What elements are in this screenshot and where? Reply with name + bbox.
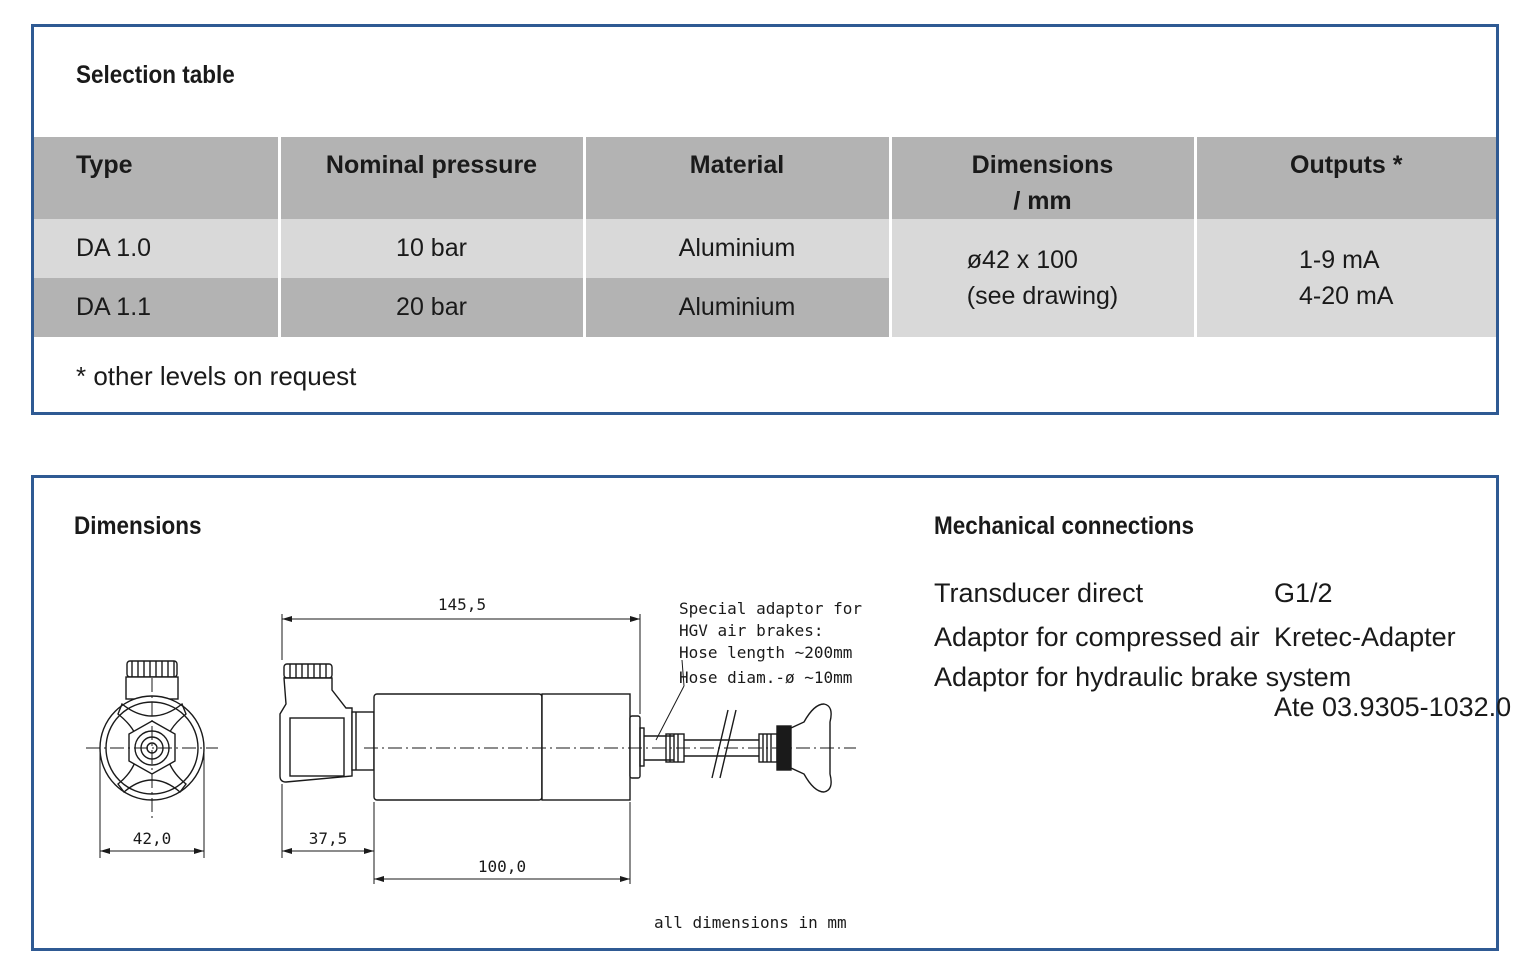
cell-material: Aluminium: [582, 219, 890, 278]
selection-table: Type Nominal pressure Material Dimension…: [34, 137, 1496, 337]
header-material: Material: [582, 137, 890, 219]
mc-label-compressed-air: Adaptor for compressed air: [934, 622, 1260, 652]
adaptor-note-line2: HGV air brakes:: [679, 621, 824, 640]
mc-value-hydraulic-brake: Ate 03.9305-1032.0: [1274, 692, 1512, 722]
cell-pressure: 10 bar: [277, 219, 584, 278]
dim-label-100: 100,0: [478, 857, 526, 876]
mechanical-connections-title: Mechanical connections: [934, 512, 1195, 540]
header-nominal-pressure: Nominal pressure: [277, 137, 584, 219]
units-note: all dimensions in mm: [654, 913, 847, 932]
header-dimensions-line2: / mm: [1013, 187, 1072, 215]
dim-label-37: 37,5: [309, 829, 348, 848]
cell-dimensions: ø42 x 100 (see drawing): [888, 219, 1195, 337]
dimensions-value-line2: (see drawing): [966, 282, 1119, 310]
header-dimensions: Dimensions / mm: [888, 137, 1195, 219]
header-dimensions-line1: Dimensions: [971, 151, 1114, 179]
table-header-row: Type Nominal pressure Material Dimension…: [34, 137, 1496, 219]
header-outputs: Outputs *: [1193, 137, 1496, 219]
mc-value-compressed-air: Kretec-Adapter: [1274, 622, 1456, 652]
table-row: DA 1.1 20 bar Aluminium: [34, 278, 1496, 337]
cell-type: DA 1.0: [34, 219, 279, 278]
dimensions-value-line1: ø42 x 100: [966, 246, 1078, 274]
table-row: DA 1.0 10 bar Aluminium ø42 x 100 (see d…: [34, 219, 1496, 337]
mc-label-transducer: Transducer direct: [934, 578, 1144, 608]
adaptor-note-line4: Hose diam.-ø ~10mm: [679, 668, 852, 687]
outputs-value-line2: 4-20 mA: [1299, 282, 1394, 310]
adaptor-note-line3: Hose length ~200mm: [679, 643, 852, 662]
selection-table-panel: Selection table Type Nominal pressure Ma…: [31, 24, 1499, 415]
dim-label-145: 145,5: [438, 595, 486, 614]
cell-pressure: 20 bar: [277, 278, 584, 337]
cell-type: DA 1.1: [34, 278, 279, 337]
cell-outputs: 1-9 mA 4-20 mA: [1193, 219, 1496, 337]
outputs-value-line1: 1-9 mA: [1299, 246, 1380, 274]
selection-table-title: Selection table: [76, 61, 235, 89]
dimension-drawing: 145,5 42,0 37,5 100,0 Special adaptor fo…: [86, 595, 862, 932]
mc-label-hydraulic-brake: Adaptor for hydraulic brake system: [934, 662, 1352, 692]
side-view: [279, 663, 832, 801]
table-footnote: * other levels on request: [76, 361, 357, 391]
adaptor-note-line1: Special adaptor for: [679, 599, 862, 618]
cell-material: Aluminium: [582, 278, 890, 337]
mc-value-transducer: G1/2: [1274, 578, 1333, 608]
dim-label-42: 42,0: [133, 829, 172, 848]
dimensions-title: Dimensions: [74, 512, 202, 540]
header-type: Type: [34, 137, 279, 219]
dimensions-panel: Dimensions Mechanical connections Transd…: [31, 475, 1511, 951]
